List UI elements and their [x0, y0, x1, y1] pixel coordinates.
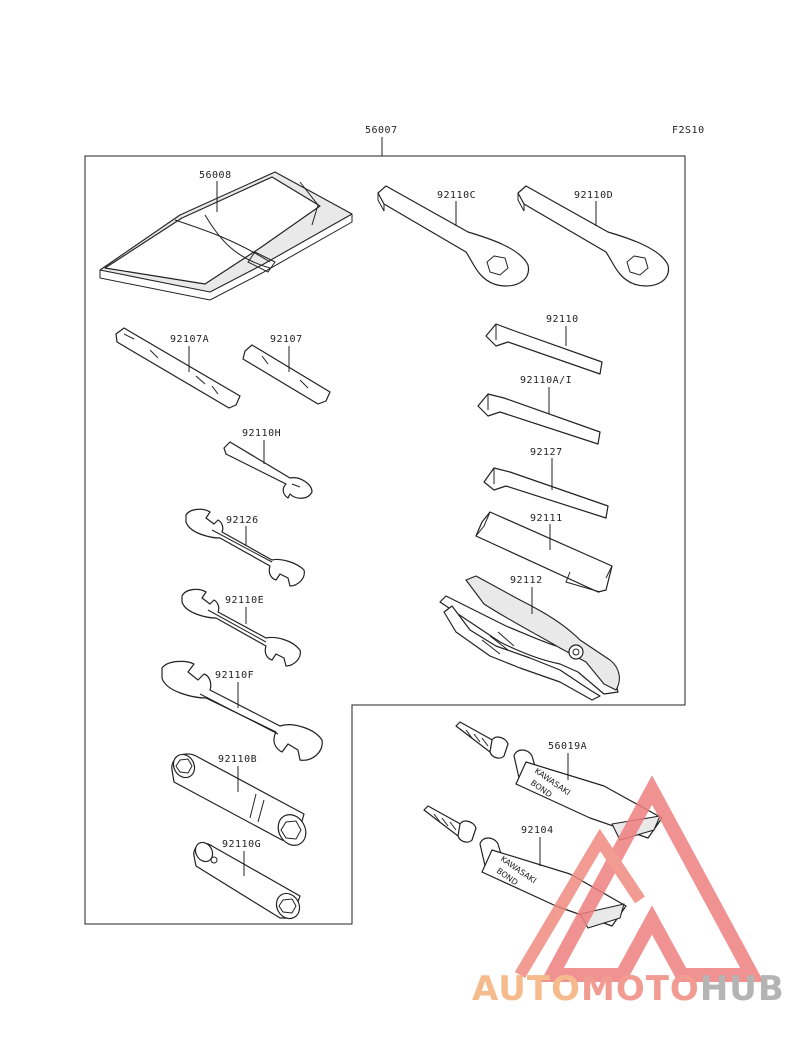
box-spanner-92110b: [171, 753, 307, 846]
ring-wrench-92110c: [377, 185, 530, 287]
label-92110f: 92110F: [215, 670, 254, 681]
bar-92111: [475, 511, 613, 593]
pliers-92112: [439, 575, 620, 701]
watermark-suffix: HUB: [700, 969, 785, 1009]
ring-wrench-92110d: [517, 185, 670, 287]
label-92127: 92127: [530, 447, 563, 458]
watermark-prefix: AUTO: [472, 969, 581, 1009]
label-92110e: 92110E: [225, 595, 264, 606]
label-92110c: 92110C: [437, 190, 476, 201]
label-92126: 92126: [226, 515, 259, 526]
watermark-logo: AUTOMOTOHUB: [472, 775, 785, 1009]
label-92110g: 92110G: [222, 839, 261, 850]
hex-key-92127: [483, 467, 609, 519]
watermark-middle: MOTO: [581, 969, 700, 1009]
figure-code: F2S10: [672, 125, 705, 136]
label-92107a: 92107A: [170, 334, 209, 345]
wrench-92110h: [223, 441, 313, 499]
watermark-triangle-icon: [540, 775, 764, 982]
wrench-92110e: [181, 588, 301, 667]
wrench-92126: [185, 508, 305, 587]
label-92110h: 92110H: [242, 428, 281, 439]
svg-text:AUTOMOTOHUB: AUTOMOTOHUB: [472, 969, 785, 1009]
hex-key-92110a-i: [477, 393, 601, 445]
tool-bag-56008: [99, 171, 353, 301]
label-92111: 92111: [530, 513, 563, 524]
label-92110d: 92110D: [574, 190, 613, 201]
label-92112: 92112: [510, 575, 543, 586]
wrench-92110f: [161, 660, 323, 761]
label-56019a: 56019A: [548, 741, 587, 752]
label-92107: 92107: [270, 334, 303, 345]
kit-part-label: 56007: [365, 125, 398, 136]
label-56008: 56008: [199, 170, 232, 181]
label-92110: 92110: [546, 314, 579, 325]
label-92104: 92104: [521, 825, 554, 836]
label-92110b: 92110B: [218, 754, 257, 765]
driver-92107a: [115, 327, 241, 409]
hex-key-92110: [485, 323, 603, 375]
label-92110a-i: 92110A/I: [520, 375, 572, 386]
kit-outline-frame: [84, 155, 686, 925]
box-spanner-92110g: [193, 841, 301, 920]
driver-92107: [242, 344, 331, 405]
